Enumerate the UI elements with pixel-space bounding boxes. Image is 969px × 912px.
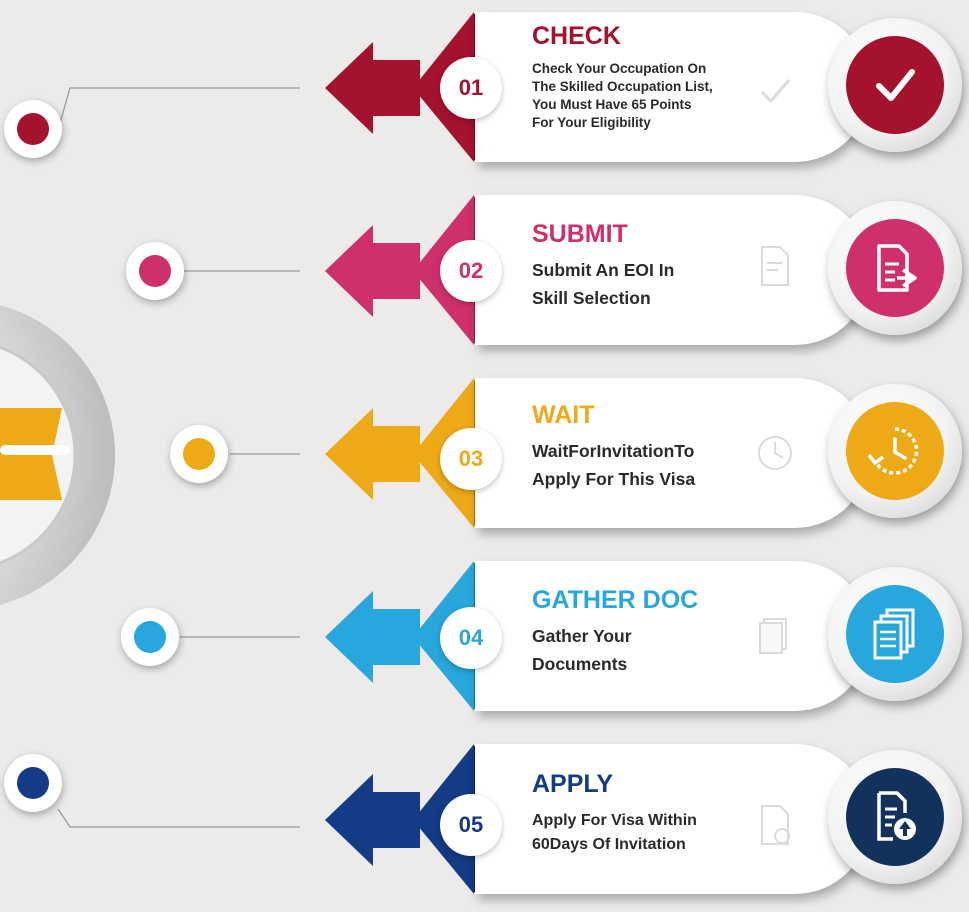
step-number: 03 <box>440 428 502 490</box>
step-title: CHECK <box>532 22 621 50</box>
step-icon-badge <box>828 567 962 701</box>
step-number: 01 <box>440 57 502 119</box>
connector-line <box>230 453 300 455</box>
checkmark-icon <box>876 69 915 101</box>
clock-icon <box>867 427 919 475</box>
target-decoration <box>0 305 115 605</box>
step-dot <box>126 242 184 300</box>
step-dot <box>121 608 179 666</box>
step-card <box>475 378 870 528</box>
step-icon-badge <box>828 201 962 335</box>
step-icon-badge <box>828 384 962 518</box>
document-ghost-icon <box>761 805 790 845</box>
step-dot <box>170 425 228 483</box>
step-number: 02 <box>440 240 502 302</box>
step-card <box>475 195 870 345</box>
step-dot <box>4 754 62 812</box>
documents-ghost-icon <box>759 618 787 654</box>
step-title: SUBMIT <box>532 220 628 248</box>
document-upload-icon <box>877 791 916 841</box>
documents-stack-icon <box>873 608 915 660</box>
connector-line <box>57 808 300 828</box>
step-card <box>475 561 870 711</box>
step-title: WAIT <box>532 401 595 429</box>
step-dot <box>4 100 62 158</box>
step-card <box>475 744 870 894</box>
step-icon-badge <box>828 18 962 152</box>
document-submit-icon <box>877 244 917 292</box>
step-icon-badge <box>828 750 962 884</box>
connector-line <box>180 270 300 272</box>
checkmark-ghost-icon <box>760 79 791 104</box>
connector-line <box>57 87 300 131</box>
document-ghost-icon <box>761 246 789 286</box>
step-title: APPLY <box>532 770 614 798</box>
clock-ghost-icon <box>758 436 792 470</box>
step-number: 04 <box>440 607 502 669</box>
step-title: GATHER DOC <box>532 586 699 614</box>
connector-line <box>180 636 300 638</box>
step-card <box>475 12 870 162</box>
step-number: 05 <box>440 794 502 856</box>
